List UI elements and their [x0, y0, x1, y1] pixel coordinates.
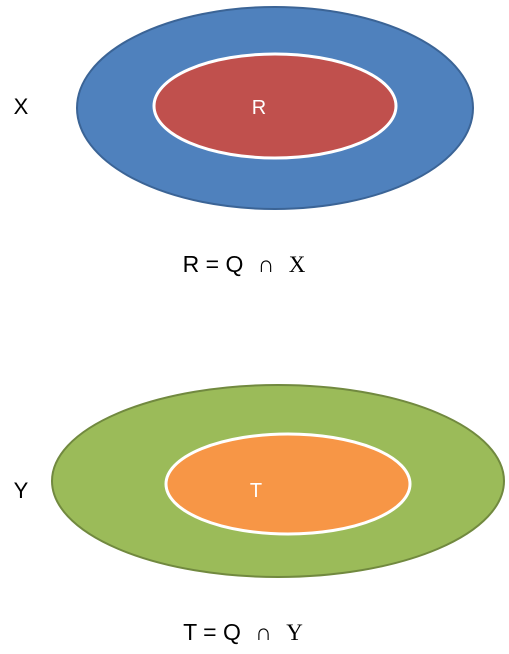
formula-t-rhs: Y	[286, 620, 303, 645]
diagram-y-group: Y T T = Q ∩ Y	[14, 384, 505, 645]
formula-t: T = Q ∩ Y	[183, 619, 303, 645]
formula-r-operator: ∩	[258, 252, 275, 277]
formula-r: R = Q ∩ X	[183, 251, 306, 277]
outer-set-x-label: X	[14, 94, 29, 119]
formula-t-lhs: T = Q	[183, 619, 241, 645]
formula-r-lhs: R = Q	[183, 251, 244, 277]
inner-set-r-ellipse	[152, 52, 398, 160]
inner-set-t-ellipse	[164, 432, 412, 536]
formula-t-operator: ∩	[255, 620, 272, 645]
diagram-x-group: X R R = Q ∩ X	[14, 6, 474, 277]
formula-r-rhs: X	[289, 252, 306, 277]
inner-set-t-label: T	[250, 480, 262, 502]
inner-set-r-label: R	[252, 97, 266, 119]
outer-set-y-label: Y	[14, 478, 29, 503]
